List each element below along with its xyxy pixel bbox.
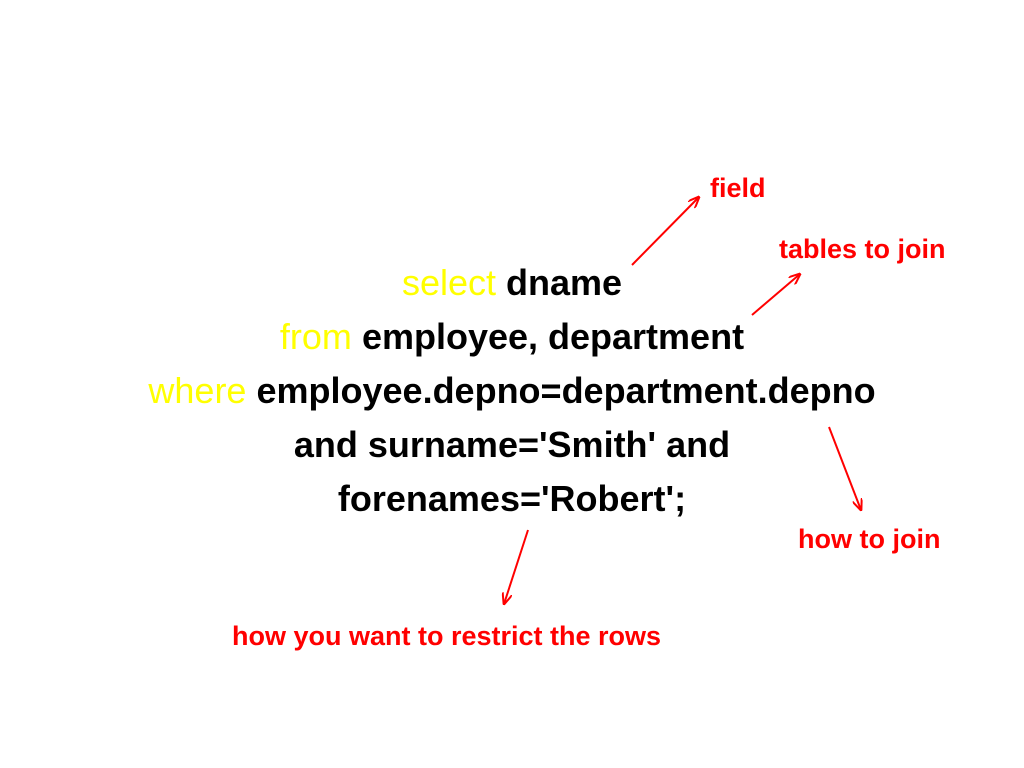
surname-condition: and surname='Smith' and: [293, 424, 731, 465]
from-tables: employee, department: [361, 316, 745, 357]
arrow-to-restrict-rows: [504, 529, 529, 604]
sql-line-from: from employee, department: [0, 310, 1024, 364]
sql-line-surname: and surname='Smith' and: [0, 418, 1024, 472]
keyword-select: select: [401, 262, 496, 303]
sql-line-select: select dname: [0, 256, 1024, 310]
keyword-from: from: [279, 316, 352, 357]
sql-line-forenames: forenames='Robert';: [0, 472, 1024, 526]
annotation-tables-to-join: tables to join: [779, 234, 946, 264]
annotation-restrict-rows: how you want to restrict the rows: [232, 621, 662, 651]
sql-line-where: where employee.depno=department.depno: [0, 364, 1024, 418]
keyword-where: where: [148, 370, 247, 411]
arrow-to-field: [631, 197, 699, 266]
forenames-condition: forenames='Robert';: [337, 478, 687, 519]
annotation-how-to-join: how to join: [798, 524, 941, 554]
annotation-field: field: [710, 173, 766, 203]
where-join-condition: employee.depno=department.depno: [256, 370, 876, 411]
select-field: dname: [506, 262, 623, 303]
